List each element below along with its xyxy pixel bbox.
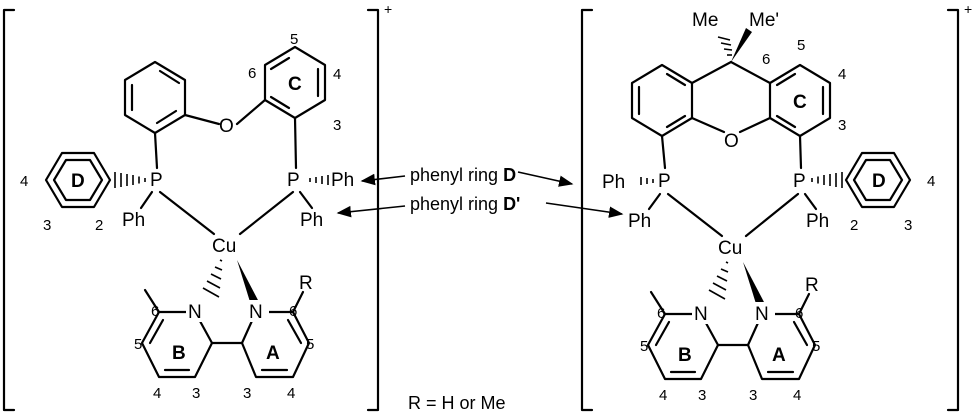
phosphorus-right-1: P xyxy=(658,171,671,192)
phosphorus-left-2: P xyxy=(287,170,300,191)
pos-b6-left: 6 xyxy=(151,303,159,320)
hashed-bond-p-ringd-right xyxy=(811,172,843,188)
pos-a4-right: 4 xyxy=(793,387,801,404)
ring-label-b-left: B xyxy=(172,343,186,364)
pos-c5-right: 5 xyxy=(797,37,805,54)
annotations: phenyl ring D phenyl ring D' R = H or Me xyxy=(336,165,624,413)
methyl-me-prime: Me' xyxy=(749,10,779,31)
phenyl-left-1: Ph xyxy=(122,210,145,231)
ring-label-a-right: A xyxy=(772,345,786,366)
pos-d4-right: 4 xyxy=(927,173,935,190)
pos-a6-left: 6 xyxy=(289,303,297,320)
pos-c6-left: 6 xyxy=(248,65,256,82)
oxygen-left: O xyxy=(219,116,234,137)
hashed-bond-cu-n-right xyxy=(708,261,729,300)
pos-a3-left: 3 xyxy=(243,385,251,402)
charge-left: + xyxy=(384,1,392,17)
ring-label-d-right: D xyxy=(872,171,886,192)
nitrogen-right-a: N xyxy=(755,304,769,325)
pos-b6-right: 6 xyxy=(657,305,665,322)
phenyl-right-1: Ph xyxy=(602,172,625,193)
ring-left-aryl xyxy=(123,60,187,135)
arrow-d-right xyxy=(517,171,574,187)
pos-a6-right: 6 xyxy=(795,305,803,322)
pos-a5-left: 5 xyxy=(306,336,314,353)
wedge-bond-cu-n-right xyxy=(743,262,765,307)
pos-d3-right: 3 xyxy=(904,217,912,234)
pos-a4-left: 4 xyxy=(287,385,295,402)
nitrogen-left-b: N xyxy=(188,302,202,323)
nitrogen-left-a: N xyxy=(249,302,263,323)
arrow-dp-left xyxy=(336,205,406,218)
nitrogen-right-b: N xyxy=(694,304,708,325)
pos-d2-right: 2 xyxy=(850,217,858,234)
pos-b5-right: 5 xyxy=(640,338,648,355)
phosphorus-left-1: P xyxy=(150,170,163,191)
label-r-definition: R = H or Me xyxy=(408,393,506,413)
ring-label-c-left: C xyxy=(288,74,302,95)
pos-c3-right: 3 xyxy=(838,117,846,134)
pos-d4-left: 4 xyxy=(20,173,28,190)
phosphorus-right-2: P xyxy=(793,171,806,192)
ring-xanthene-left xyxy=(630,63,694,138)
bracket-left-close xyxy=(366,8,380,412)
copper-left: Cu xyxy=(212,236,236,257)
pos-c4-right: 4 xyxy=(838,66,846,83)
pos-b3-left: 3 xyxy=(192,385,200,402)
pos-a3-right: 3 xyxy=(749,387,757,404)
hashed-bond-p-ph-right xyxy=(640,177,654,185)
ring-d-right xyxy=(844,151,912,209)
pos-c3-left: 3 xyxy=(333,117,341,134)
ring-label-d-left: D xyxy=(71,171,85,192)
oxygen-right: O xyxy=(724,131,739,152)
bracket-right-close xyxy=(946,8,960,412)
phenyl-left-2: Ph xyxy=(331,170,354,191)
copper-right: Cu xyxy=(718,238,742,259)
complex-left: + O P P xyxy=(2,1,392,412)
bracket-right-open xyxy=(580,8,594,412)
pos-d2-left: 2 xyxy=(95,217,103,234)
pos-d3-left: 3 xyxy=(43,217,51,234)
hashed-bond-me xyxy=(717,36,733,56)
wedge-bond-cu-n-left xyxy=(237,260,259,305)
label-phenyl-ring-d-prime: phenyl ring D' xyxy=(410,194,520,214)
ring-label-b-right: B xyxy=(678,345,692,366)
methyl-me: Me xyxy=(692,10,718,31)
pos-b4-left: 4 xyxy=(153,385,161,402)
ring-label-c-right: C xyxy=(793,92,807,113)
pos-c4-left: 4 xyxy=(333,66,341,83)
r-group-left: R xyxy=(299,273,313,294)
hashed-bond-p-ph-left xyxy=(309,175,329,185)
wedge-bond-me-prime xyxy=(731,28,752,62)
bracket-left-open xyxy=(2,8,16,412)
label-phenyl-ring-d: phenyl ring D xyxy=(410,165,516,185)
complex-right: + O Me Me' xyxy=(580,1,972,412)
arrow-d-left xyxy=(360,173,406,186)
pos-b3-right: 3 xyxy=(698,387,706,404)
r-group-right: R xyxy=(805,275,819,296)
pos-a5-right: 5 xyxy=(812,338,820,355)
pos-b5-left: 5 xyxy=(134,336,142,353)
phenyl-left-3: Ph xyxy=(300,210,323,231)
ring-d-left xyxy=(44,151,112,209)
pos-c5-left: 5 xyxy=(290,31,298,48)
pos-b4-right: 4 xyxy=(659,387,667,404)
hashed-bond-p-ringd xyxy=(114,172,146,188)
phenyl-right-3: Ph xyxy=(806,211,829,232)
hashed-bond-cu-n-left xyxy=(202,259,223,298)
charge-right: + xyxy=(964,1,972,17)
ring-label-a-left: A xyxy=(266,343,280,364)
arrow-dp-right xyxy=(545,202,624,218)
phenyl-right-2: Ph xyxy=(628,211,651,232)
pos-c6-right: 6 xyxy=(762,51,770,68)
